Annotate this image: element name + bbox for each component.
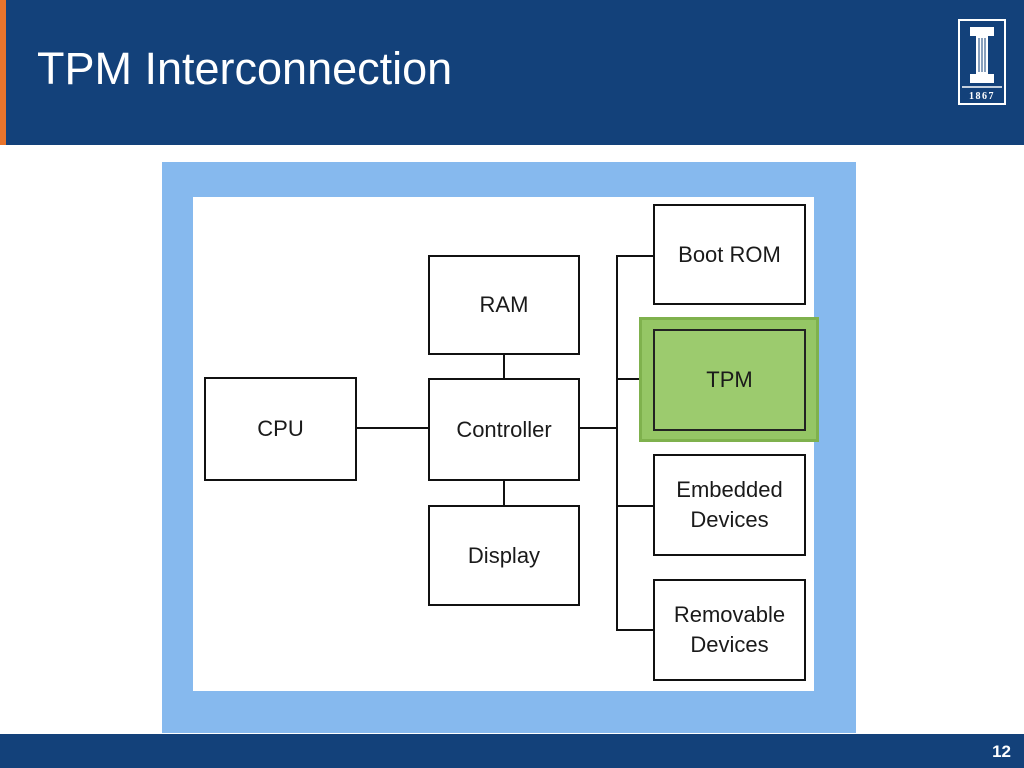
diagram-frame: CPU RAM Controller Display Boot ROM TPM …	[162, 162, 856, 733]
node-cpu: CPU	[204, 377, 357, 481]
edge-cpu-controller	[356, 427, 431, 429]
node-embedded-devices-label-line-2: Devices	[690, 507, 769, 532]
edge-bus-removable-devices	[616, 629, 653, 631]
node-controller-label: Controller	[456, 416, 552, 442]
edge-controller-display	[503, 480, 505, 506]
edge-bus-boot-rom	[616, 255, 653, 257]
node-removable-devices: Removable Devices	[653, 579, 806, 681]
node-cpu-label: CPU	[257, 416, 304, 442]
edge-bus-tpm	[616, 378, 653, 380]
node-tpm: TPM	[653, 329, 806, 431]
node-display-label: Display	[467, 542, 541, 568]
node-embedded-devices: Embedded Devices	[653, 454, 806, 556]
node-boot-rom-label: Boot ROM	[678, 241, 781, 267]
node-ram-label: RAM	[479, 292, 529, 318]
header-accent-bar	[0, 0, 6, 145]
edge-bus-embedded-devices	[616, 505, 653, 507]
edge-controller-bus	[578, 427, 618, 429]
column-logo-icon: 1867	[958, 19, 1006, 105]
node-boot-rom: Boot ROM	[653, 204, 806, 305]
slide-footer: 12	[0, 734, 1024, 768]
node-removable-devices-label-line-2: Devices	[690, 632, 769, 657]
bus-vertical	[616, 255, 618, 631]
page-number: 12	[992, 742, 1011, 761]
edge-ram-controller	[503, 354, 505, 380]
node-embedded-devices-label-line-1: Embedded	[676, 477, 783, 503]
slide-title: TPM Interconnection	[37, 43, 453, 94]
node-ram: RAM	[428, 255, 580, 355]
node-controller: Controller	[428, 378, 580, 481]
slide-header: TPM Interconnection 1867	[0, 0, 1024, 145]
node-tpm-label: TPM	[706, 367, 753, 393]
university-column-logo: 1867	[958, 19, 1006, 105]
node-display: Display	[428, 505, 580, 606]
diagram-canvas: CPU RAM Controller Display Boot ROM TPM …	[193, 197, 819, 691]
logo-year: 1867	[969, 91, 995, 102]
node-removable-devices-label-line-1: Removable	[673, 602, 786, 628]
